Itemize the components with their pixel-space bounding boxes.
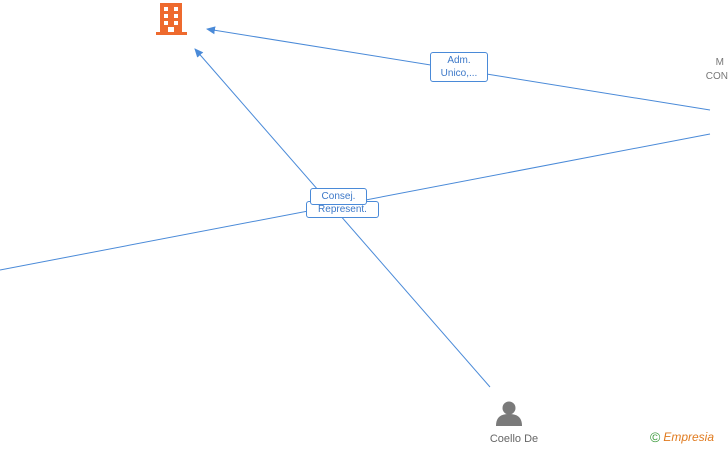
- edge-label-represent-text: Represent.: [318, 204, 367, 215]
- right-entity-label[interactable]: M CON: [698, 56, 728, 84]
- edge-label-consej-text: Consej.: [321, 191, 356, 202]
- person-icon[interactable]: [496, 401, 522, 427]
- edge-label-adm-line2: Unico,...: [440, 68, 478, 79]
- edge-label-adm-line1: Adm.: [447, 55, 471, 66]
- copyright-icon: ©: [650, 429, 661, 445]
- edge-person-to-company: [194, 48, 491, 388]
- empresia-watermark: © Empresia: [650, 429, 714, 445]
- edge-label-consej[interactable]: Consej.: [310, 188, 367, 205]
- person-name: Coello De: [489, 433, 539, 445]
- right-entity-line1: M: [715, 57, 724, 68]
- person-node-label[interactable]: Coello De: [470, 433, 558, 445]
- building-icon[interactable]: [156, 3, 187, 35]
- brand-name: Empresia: [663, 430, 715, 444]
- right-entity-line2: CON: [705, 71, 728, 82]
- edge-label-adm-unico[interactable]: Adm. Unico,...: [430, 52, 488, 82]
